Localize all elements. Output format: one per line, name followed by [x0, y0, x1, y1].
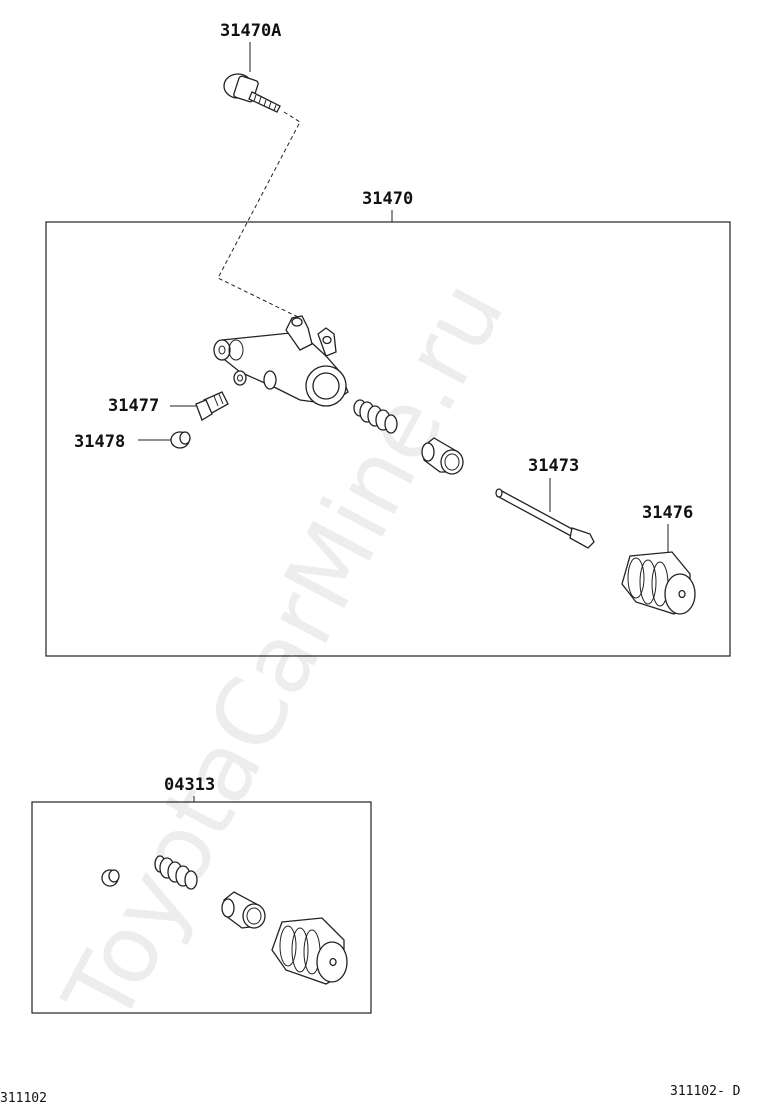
kit-cap-part — [101, 869, 120, 887]
kit-piston-part — [221, 891, 266, 929]
bleeder-cap-part — [170, 431, 191, 449]
label-31478: 31478 — [74, 432, 125, 452]
bolt-part — [223, 73, 281, 113]
boot-part — [621, 551, 696, 615]
spring-part — [353, 399, 398, 434]
footer-right-code: 311102- D — [670, 1084, 741, 1099]
kit-boot-part — [271, 917, 348, 985]
label-31476: 31476 — [642, 503, 693, 523]
assembly-31470-box — [45, 221, 731, 657]
label-31473: 31473 — [528, 456, 579, 476]
bolt-dashed-leader — [217, 111, 301, 319]
push-rod-part — [495, 488, 595, 549]
label-31470a: 31470A — [220, 21, 281, 41]
kit-spring-part — [154, 855, 198, 890]
clutch-release-cylinder — [213, 315, 349, 407]
footer-left-code: 311102 — [0, 1091, 47, 1106]
kit-04313-box — [31, 801, 372, 1014]
label-31477: 31477 — [108, 396, 159, 416]
piston-part — [421, 437, 464, 475]
label-31470: 31470 — [362, 189, 413, 209]
label-04313: 04313 — [164, 775, 215, 795]
bleeder-plug-part — [195, 391, 229, 421]
